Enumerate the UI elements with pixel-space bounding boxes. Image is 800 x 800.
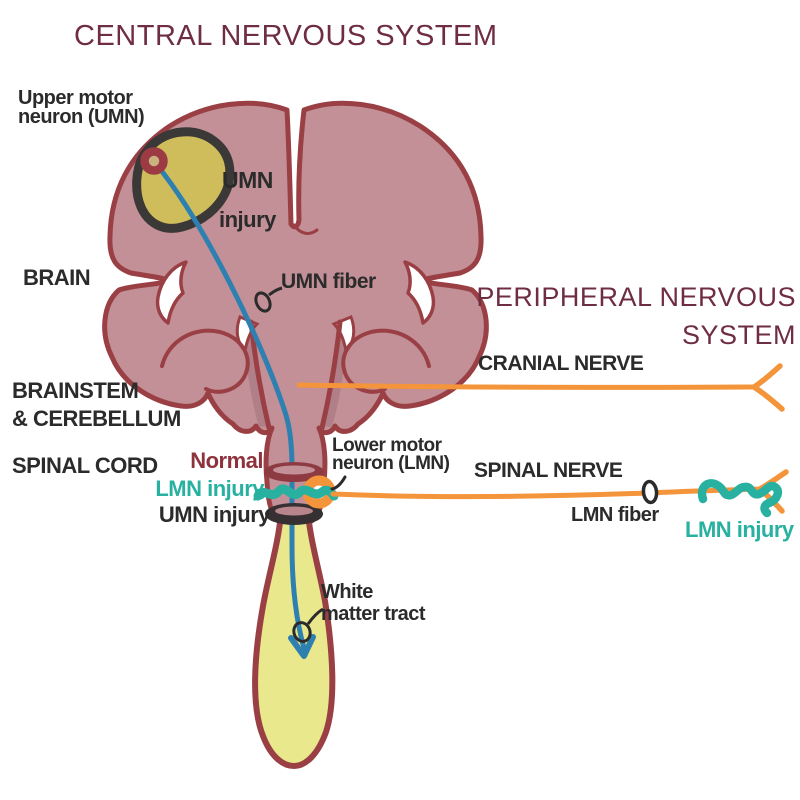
fissure-hook-line	[292, 223, 319, 235]
white-matter-tract-label-line2: matter tract	[321, 603, 426, 625]
lmn-injury-nerve-label: LMN injury	[685, 517, 794, 542]
umn-fiber-leader	[254, 286, 283, 313]
cranial-nerve-line	[296, 363, 785, 412]
brainstem-edge-right	[319, 319, 343, 431]
umn-soma	[140, 147, 168, 175]
upper-motor-neuron-label-line1: Upper motor	[18, 87, 133, 109]
lmn-fiber-label: LMN fiber	[571, 504, 659, 526]
brainstem-label-line1: BRAINSTEM	[12, 378, 139, 403]
lower-motor-neuron-label-line1: Lower motor	[332, 435, 442, 456]
lmn-injury-cord-label: LMN injury	[155, 476, 264, 501]
ventricle-slit-left	[155, 260, 188, 325]
lower-motor-neuron-label-line2: neuron (LMN)	[332, 453, 450, 474]
lmn-fiber-marker	[641, 479, 659, 505]
umn-injury-ring-inner	[275, 506, 313, 516]
peripheral-nervous-system-title-line2: SYSTEM	[681, 320, 796, 350]
lmn-neuron-leader	[330, 475, 347, 491]
upper-motor-neuron-label-line2: neuron (UMN)	[18, 106, 145, 128]
lmn-injury-scribble-nerve	[697, 479, 783, 518]
umn-fiber-label: UMN fiber	[281, 270, 376, 293]
umn-injury-brain-label-line2: injury	[219, 207, 276, 232]
normal-ring-inner	[273, 465, 315, 475]
lmn-injury-scribble-blob	[254, 488, 266, 500]
cranial-nerve-label: CRANIAL NERVE	[478, 352, 644, 375]
peripheral-nervous-system-title-line1: PERIPHERAL NERVOUS	[476, 282, 796, 312]
white-matter-tract-label-line1: White	[321, 581, 373, 603]
hippocampus-swirl-right	[341, 328, 431, 394]
umn-injury-brain-label-line1: UMN	[222, 167, 273, 193]
ventricle-slit-right	[403, 260, 436, 325]
brain-label: BRAIN	[23, 265, 91, 290]
hippocampus-swirl-left	[160, 328, 250, 394]
umn-fiber-path	[154, 162, 307, 651]
spinal-cord-label: SPINAL CORD	[12, 453, 158, 478]
normal-label: Normal	[190, 448, 263, 473]
white-matter-leader	[292, 607, 324, 643]
lmn-injury-scribble-cord	[253, 484, 339, 501]
central-nervous-system-title: CENTRAL NERVOUS SYSTEM	[74, 20, 498, 52]
brainstem-label-line2: & CEREBELLUM	[12, 406, 181, 431]
umn-fiber-arrowhead	[288, 634, 316, 659]
spinal-nerve-label: SPINAL NERVE	[474, 459, 623, 482]
umn-injury-cord-label: UMN injury	[158, 502, 271, 527]
